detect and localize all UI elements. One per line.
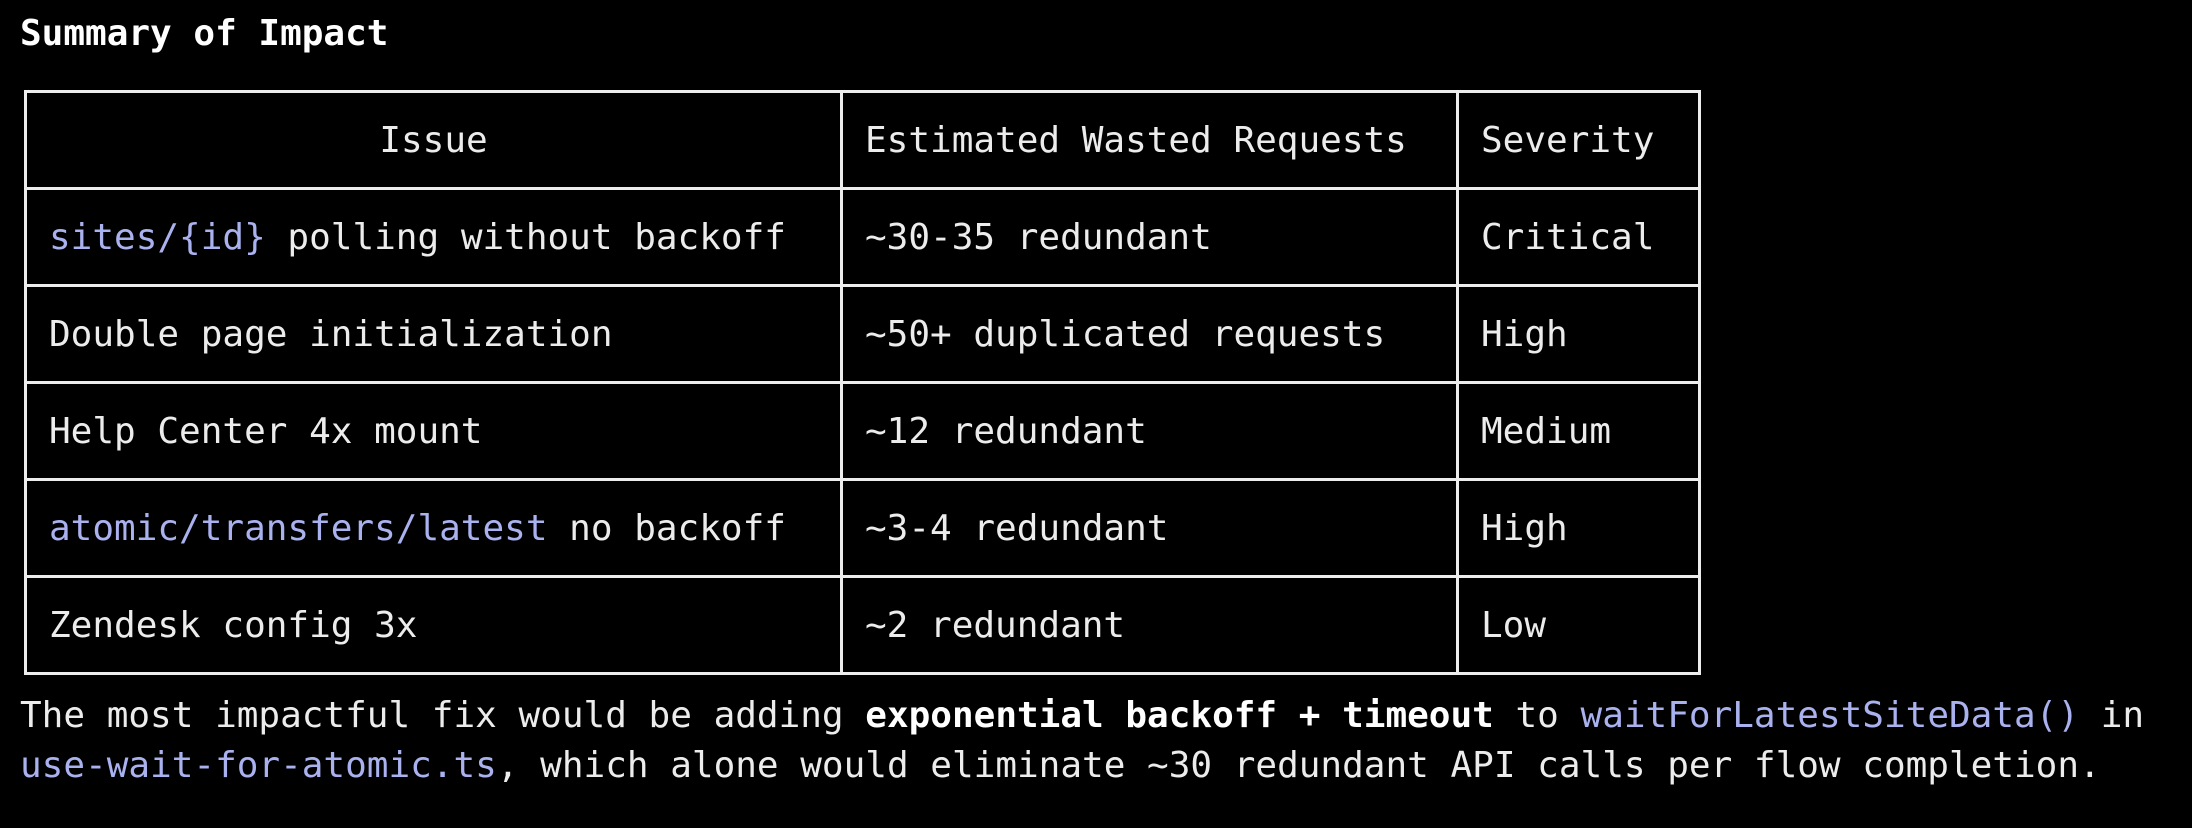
issue-cell: Help Center 4x mount	[24, 381, 843, 481]
inline-code: atomic/transfers/latest	[49, 507, 548, 549]
text-segment: in	[2079, 695, 2145, 736]
wasted-requests-cell: ~3-4 redundant	[840, 478, 1459, 578]
table-row: sites/{id} polling without backoff~30-35…	[24, 187, 1701, 287]
column-header-wasted-requests: Estimated Wasted Requests	[840, 90, 1459, 190]
text-segment: The most impactful fix would be adding	[20, 695, 866, 736]
issue-cell: sites/{id} polling without backoff	[24, 187, 843, 287]
inline-code: waitForLatestSiteData()	[1580, 695, 2080, 736]
text-segment: Zendesk config 3x	[49, 604, 418, 646]
text-segment: polling without backoff	[265, 216, 786, 258]
issue-cell: atomic/transfers/latest no backoff	[24, 478, 843, 578]
wasted-requests-cell: ~12 redundant	[840, 381, 1459, 481]
text-segment: Double page initialization	[49, 313, 613, 355]
column-header-issue: Issue	[24, 90, 843, 190]
text-segment: no backoff	[547, 507, 786, 549]
severity-cell: Critical	[1456, 187, 1701, 287]
severity-cell: High	[1456, 284, 1701, 384]
issue-cell: Zendesk config 3x	[24, 575, 843, 675]
table-row: Double page initialization ~50+ duplicate…	[24, 284, 1701, 384]
severity-cell: High	[1456, 478, 1701, 578]
wasted-requests-cell: ~2 redundant	[840, 575, 1459, 675]
inline-code: sites/{id}	[49, 216, 266, 258]
page-title: Summary of Impact	[20, 13, 389, 54]
summary-paragraph: The most impactful fix would be adding e…	[20, 691, 2174, 791]
wasted-requests-cell: ~50+ duplicated requests	[840, 284, 1459, 384]
impact-summary-table: Issue Estimated Wasted Requests Severity…	[24, 90, 1701, 675]
text-segment: to	[1493, 695, 1581, 736]
bold-text: exponential backoff + timeout	[865, 695, 1494, 736]
severity-cell: Low	[1456, 575, 1701, 675]
text-segment: , which alone would eliminate ~30 redund…	[496, 745, 2101, 786]
text-segment: Help Center 4x mount	[49, 410, 483, 452]
inline-code: use-wait-for-atomic.ts	[20, 745, 497, 786]
wasted-requests-cell: ~30-35 redundant	[840, 187, 1459, 287]
issue-cell: Double page initialization	[24, 284, 843, 384]
column-header-severity: Severity	[1456, 90, 1701, 190]
severity-cell: Medium	[1456, 381, 1701, 481]
table-header-row: Issue Estimated Wasted Requests Severity	[24, 90, 1701, 190]
table-body: sites/{id} polling without backoff~30-35…	[24, 187, 1701, 675]
table-row: atomic/transfers/latest no backoff~3-4 r…	[24, 478, 1701, 578]
